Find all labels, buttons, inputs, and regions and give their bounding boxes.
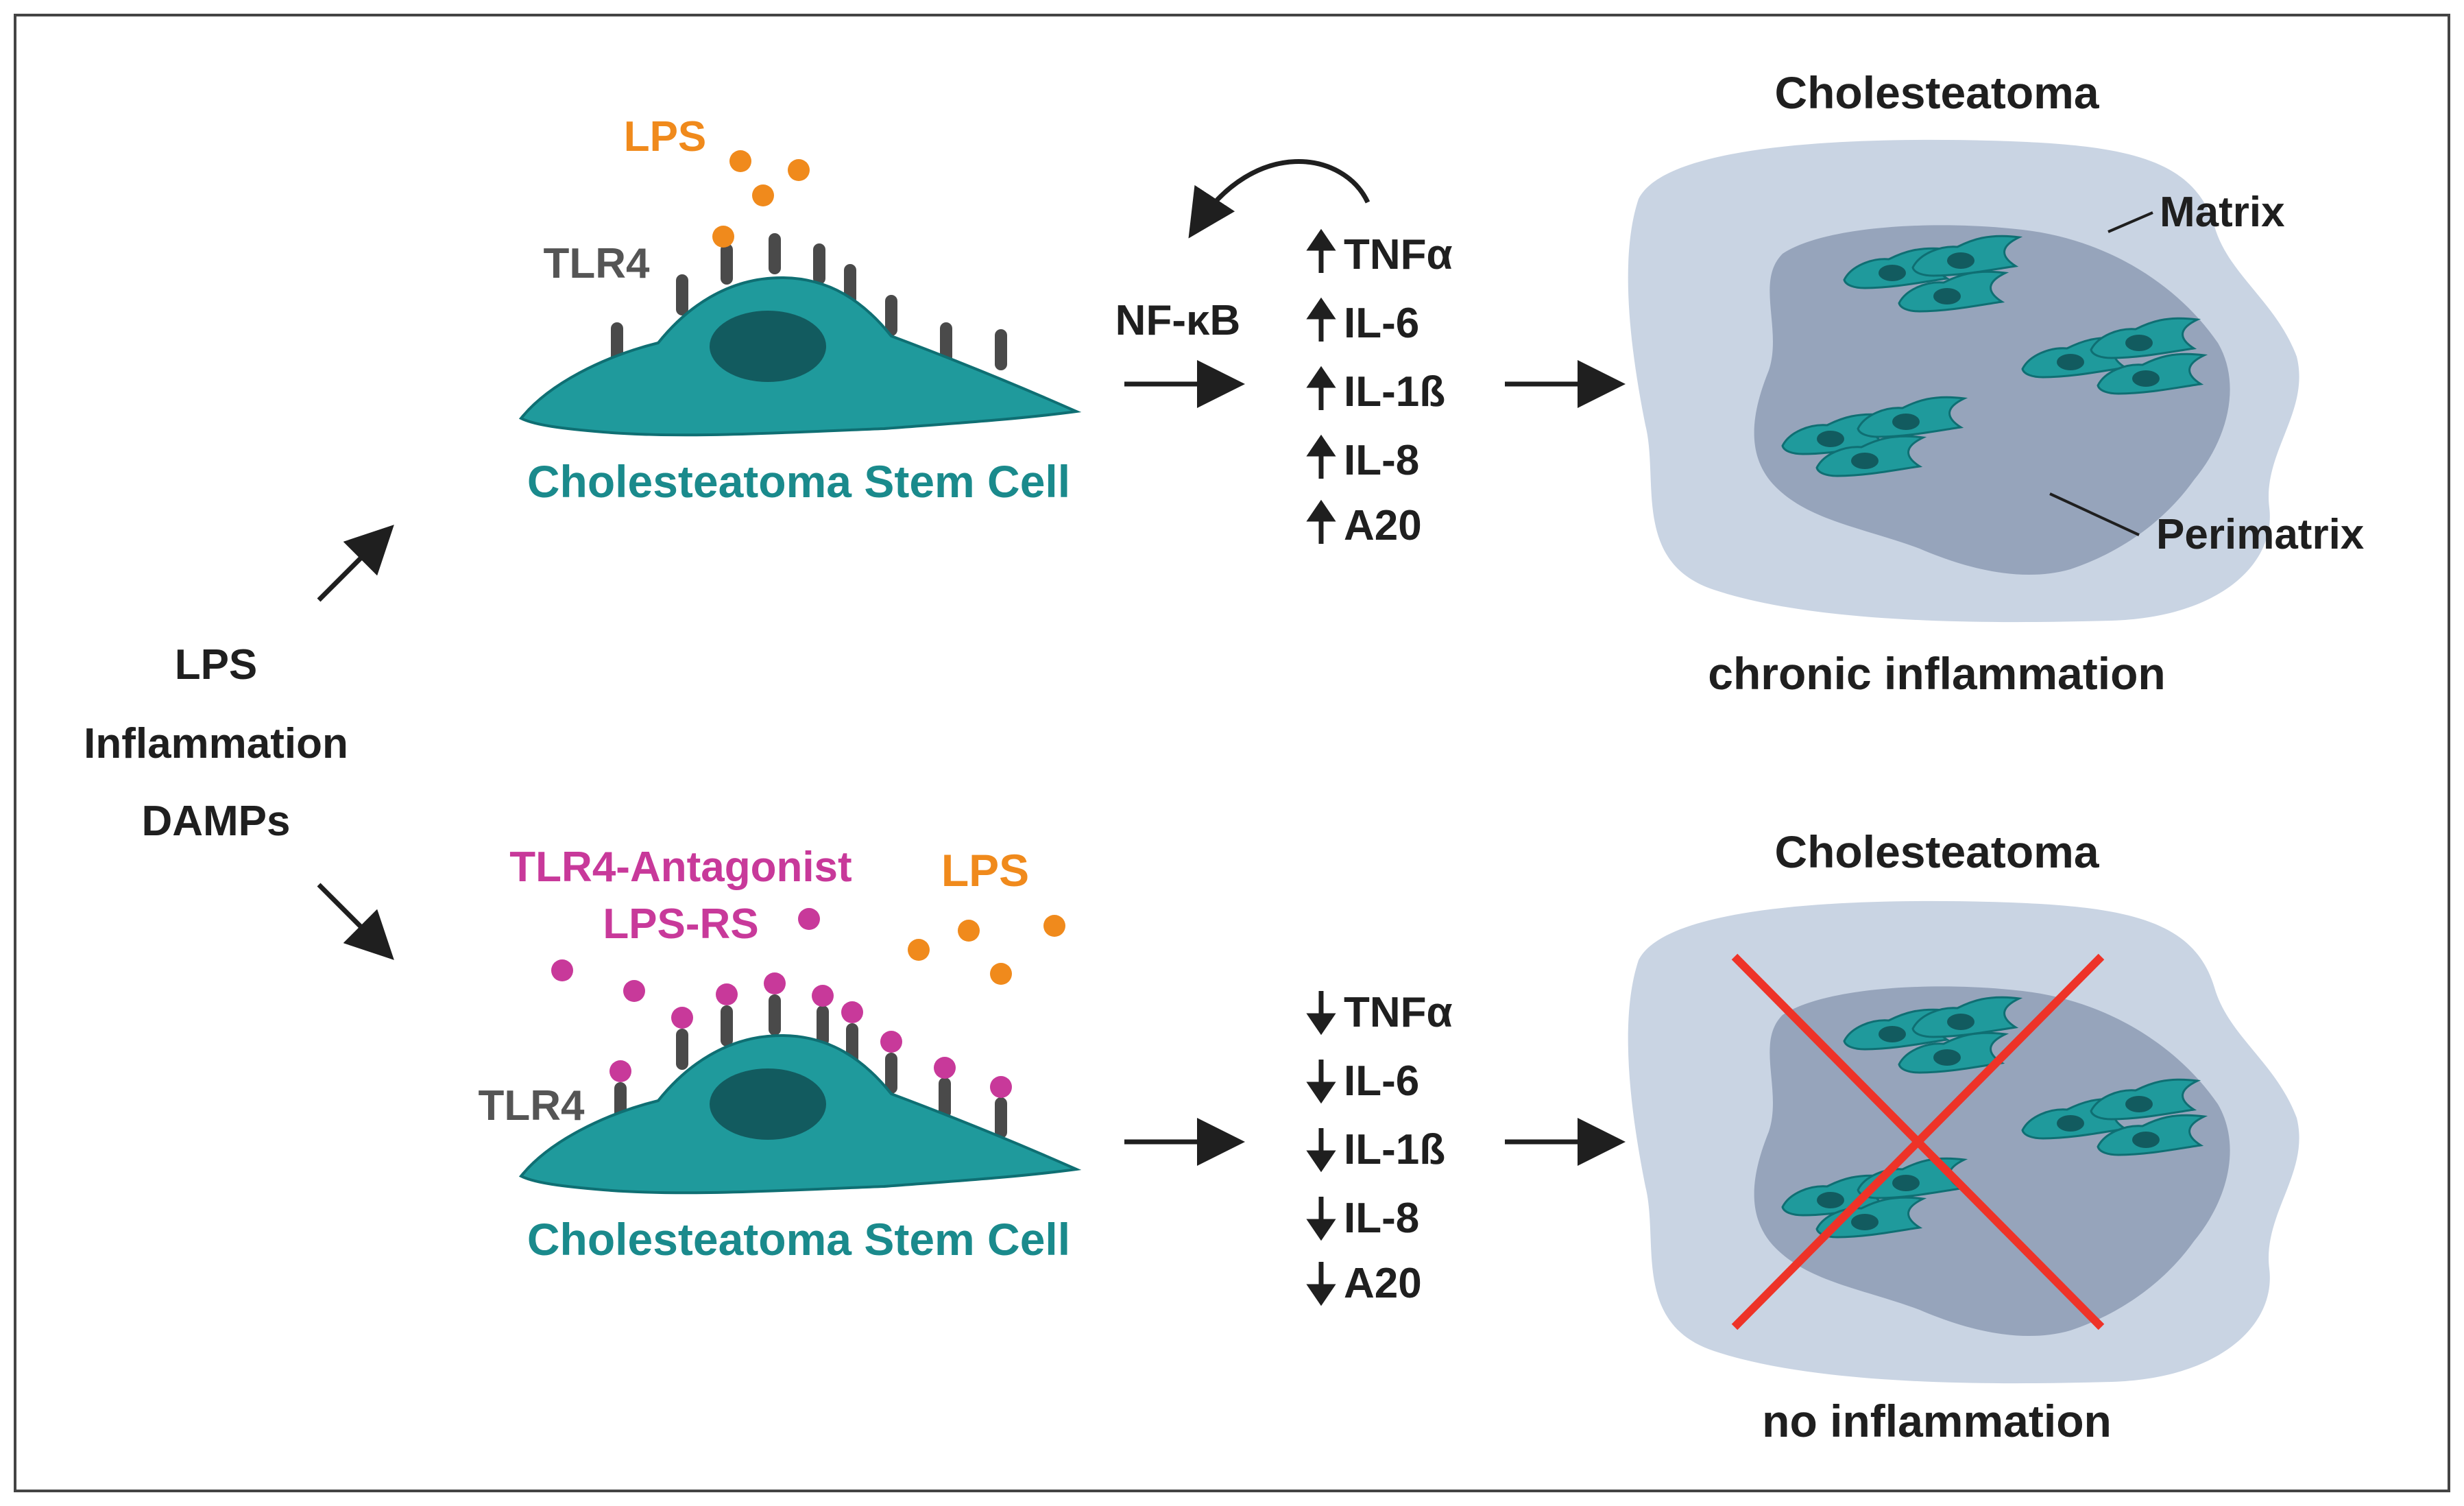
cytokine-item: A20 [1306, 499, 1422, 549]
bottom-perimatrix [1754, 986, 2230, 1337]
cytokine-item: IL-1ß [1306, 366, 1445, 416]
svg-text:IL-6: IL-6 [1344, 1057, 1419, 1105]
nfkb-label: NF-κB [1115, 297, 1241, 344]
lps-dot [788, 159, 810, 181]
bottom-outcome: no inflammation [1762, 1396, 2112, 1446]
antagonist-dot [623, 980, 645, 1002]
up-arrow-icon [1306, 366, 1336, 410]
cytokine-item: TNFα [1306, 228, 1453, 278]
lps-dot [908, 939, 930, 961]
down-arrow-icon [1306, 1262, 1336, 1306]
lps-dot [958, 920, 980, 942]
cytokine-item: TNFα [1306, 989, 1453, 1036]
bottom-tlr4-label: TLR4 [479, 1082, 585, 1130]
svg-text:TNFα: TNFα [1344, 989, 1453, 1036]
svg-text:IL-8: IL-8 [1344, 1195, 1419, 1242]
up-arrow-icon [1306, 297, 1336, 342]
lps-dot [1043, 915, 1065, 937]
bottom-lps-label: LPS [941, 845, 1029, 896]
arrow-to-top [317, 525, 394, 602]
antagonist-dot [798, 908, 820, 930]
top-cytokine-list: TNFα IL-6 IL-1ß IL-8 A20 [1306, 228, 1453, 549]
up-arrow-icon [1306, 228, 1336, 273]
bottom-cholesteatoma [1628, 900, 2299, 1384]
top-tumor-title: Cholesteatoma [1774, 67, 2099, 118]
lps-dot [729, 150, 751, 172]
svg-text:TNFα: TNFα [1344, 231, 1453, 278]
left-label-damps: DAMPs [141, 798, 290, 845]
top-outcome: chronic inflammation [1708, 648, 2165, 699]
cytokine-item: IL-8 [1306, 1195, 1419, 1242]
lps-dot [752, 184, 774, 206]
figure-frame [14, 14, 2450, 1492]
cytokine-item: A20 [1306, 1260, 1422, 1307]
top-cell-label: Cholesteatoma Stem Cell [527, 456, 1070, 507]
up-arrow-icon [1306, 499, 1336, 544]
cytokine-item: IL-6 [1306, 1057, 1419, 1105]
svg-text:IL-8: IL-8 [1344, 437, 1419, 484]
down-arrow-icon [1306, 1060, 1336, 1104]
left-label-lps: LPS [175, 641, 258, 689]
top-tlr4-label: TLR4 [544, 240, 651, 287]
lps-dot [712, 226, 734, 248]
perimatrix-label: Perimatrix [2156, 511, 2365, 558]
top-nucleus [710, 311, 826, 382]
svg-text:IL-1ß: IL-1ß [1344, 1126, 1445, 1173]
matrix-label: Matrix [2160, 189, 2285, 236]
cytokine-item: IL-6 [1306, 297, 1419, 347]
cross-line [1731, 953, 2105, 1330]
arrow-to-bottom [317, 883, 394, 960]
svg-text:A20: A20 [1344, 1260, 1422, 1307]
antagonist-dot [551, 959, 573, 981]
bottom-tumor-title: Cholesteatoma [1774, 826, 2099, 877]
top-cholesteatoma [1628, 139, 2299, 623]
bottom-stem-cell-group [518, 908, 1082, 1195]
antagonist-label: TLR4-Antagonist [509, 844, 851, 891]
cytokine-item: IL-8 [1306, 434, 1419, 484]
top-perimatrix [1754, 225, 2230, 575]
up-arrow-icon [1306, 434, 1336, 479]
cytokine-item: IL-1ß [1306, 1126, 1445, 1173]
left-label-inflammation: Inflammation [84, 720, 348, 767]
lps-dot [990, 963, 1012, 985]
bottom-cell-label: Cholesteatoma Stem Cell [527, 1214, 1070, 1265]
down-arrow-icon [1306, 1197, 1336, 1241]
bottom-nucleus [710, 1068, 826, 1140]
svg-text:A20: A20 [1344, 502, 1422, 549]
down-arrow-icon [1306, 1128, 1336, 1173]
top-stem-cell-group [518, 150, 1082, 437]
top-lps-label: LPS [624, 113, 707, 160]
bottom-cytokine-list: TNFα IL-6 IL-1ß IL-8 A20 [1306, 989, 1453, 1307]
svg-text:IL-1ß: IL-1ß [1344, 368, 1445, 416]
antagonist-name: LPS-RS [603, 900, 758, 948]
down-arrow-icon [1306, 991, 1336, 1036]
feedback-arrow [1188, 159, 1370, 239]
svg-text:IL-6: IL-6 [1344, 300, 1419, 347]
